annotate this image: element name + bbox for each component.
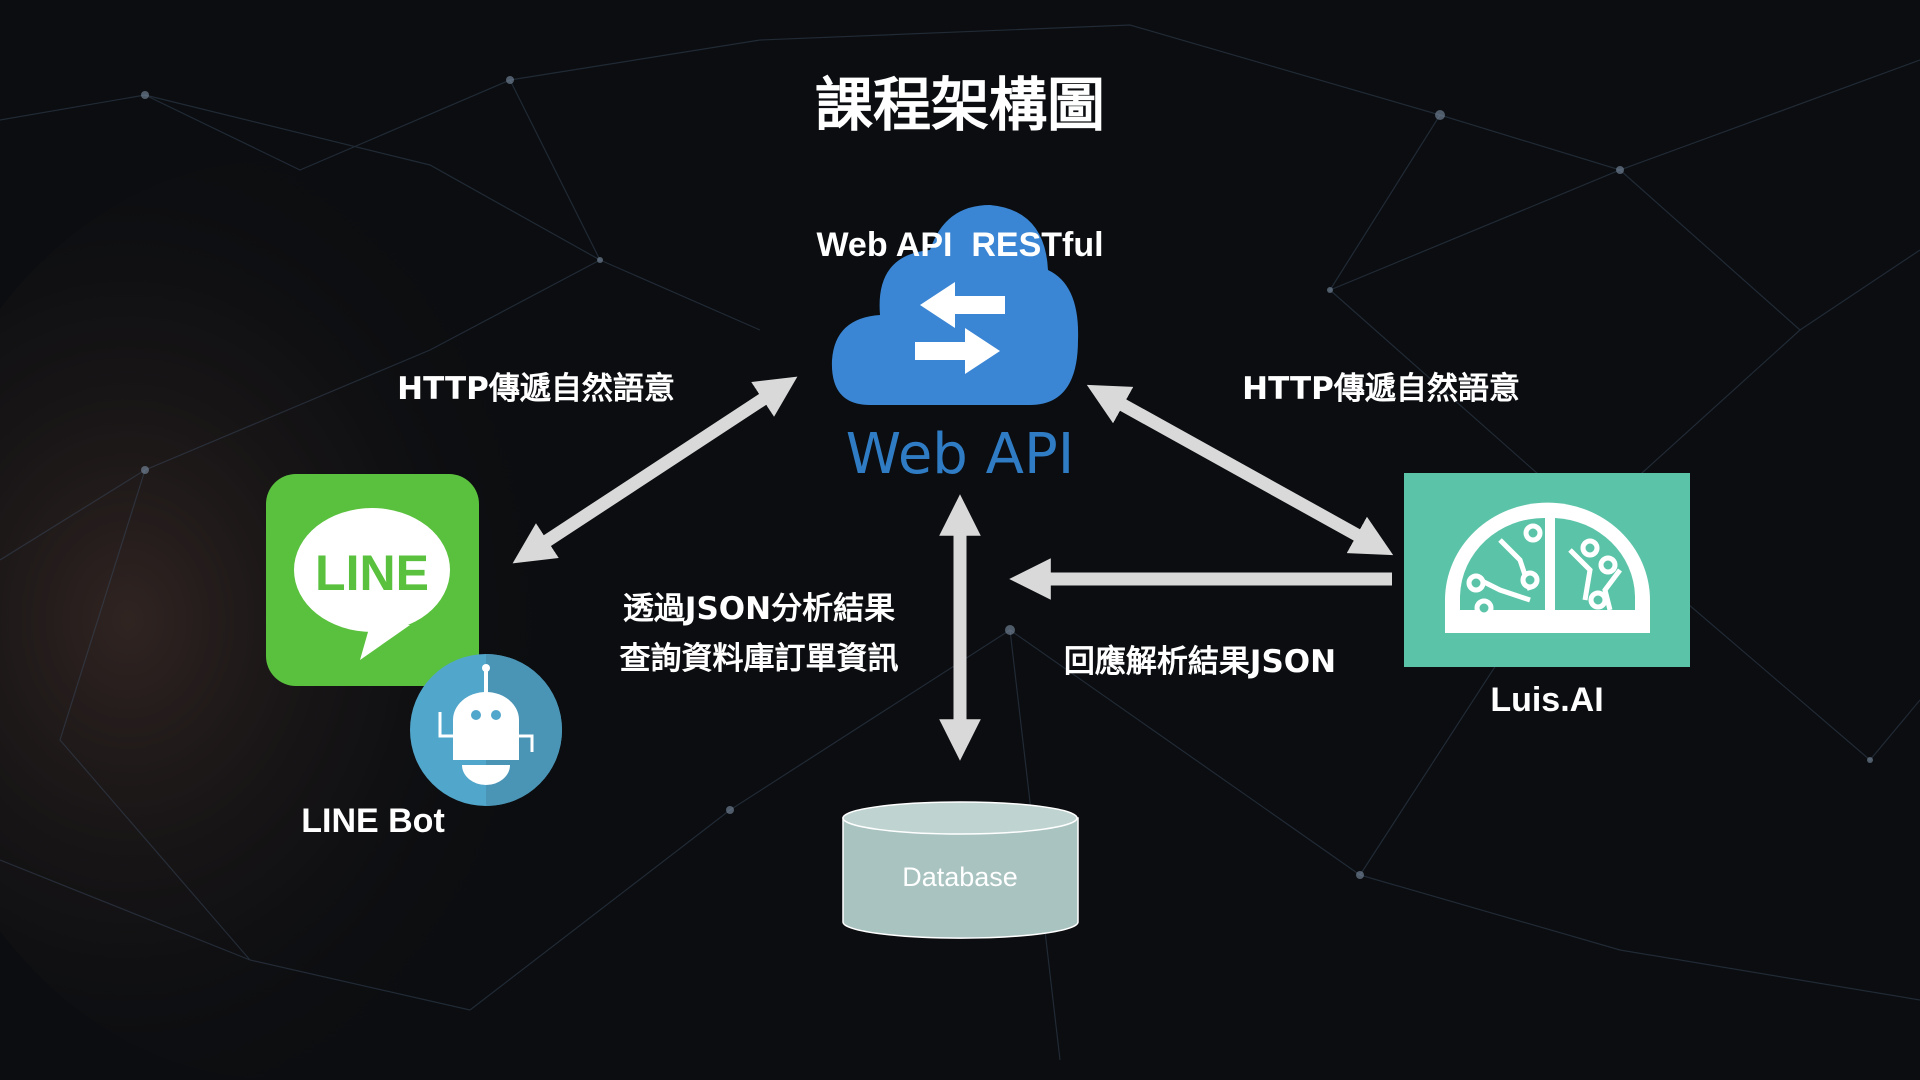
web-api-logo-text: Web API	[845, 422, 1075, 487]
luis-label: Luis.AI	[1490, 681, 1604, 719]
robot-icon	[410, 654, 562, 806]
edge-label-webapi-database: 透過JSON分析結果 查詢資料庫訂單資訊	[620, 584, 899, 684]
line-bot-label: LINE Bot	[301, 802, 445, 840]
luis-logo	[1404, 473, 1690, 667]
svg-text:LINE: LINE	[315, 545, 429, 601]
page-title: 課程架構圖	[814, 71, 1106, 139]
edge-label-luis-webapi: HTTP傳遞自然語意	[1242, 371, 1520, 407]
line-logo: LINE	[266, 474, 479, 686]
arrow-linebot-webapi	[512, 376, 798, 564]
edge-label-linebot-webapi: HTTP傳遞自然語意	[397, 371, 675, 407]
database-icon	[842, 801, 1079, 939]
edge-label-line-1: 透過JSON分析結果	[622, 591, 896, 627]
edge-label-luis-response: 回應解析結果JSON	[1063, 644, 1337, 680]
arrow-webapi-luis	[1086, 384, 1394, 556]
web-api-subtitle: Web API RESTful	[816, 226, 1104, 264]
cloud-exchange-icon	[831, 205, 1079, 405]
database-label: Database	[902, 862, 1018, 892]
edge-label-line-2: 查詢資料庫訂單資訊	[619, 641, 899, 677]
